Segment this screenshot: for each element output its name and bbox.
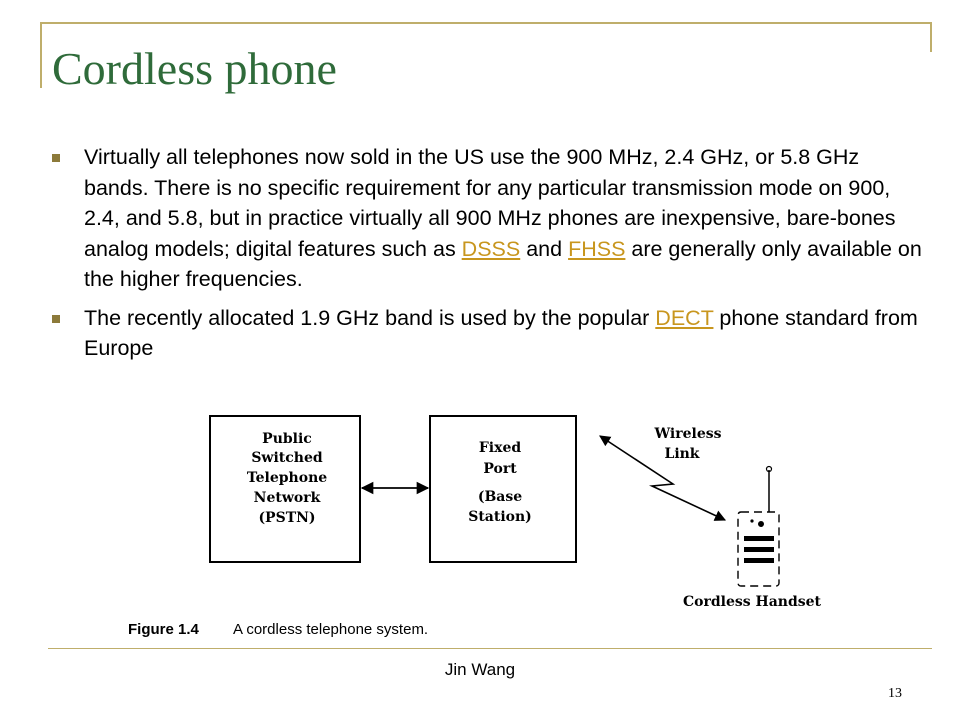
author-name: Jin Wang (444, 660, 516, 679)
bullet-1-text-a: Virtually all telephones now sold in the… (84, 145, 896, 261)
bullet-2-text-a: The recently allocated 1.9 GHz band is u… (84, 305, 656, 330)
pstn-box (209, 415, 361, 563)
pstn-label-line-1: Public (262, 431, 312, 447)
wireless-link-zigzag-arrow (599, 435, 727, 521)
cordless-handset-icon (737, 465, 780, 587)
fixed-port-box (429, 415, 577, 563)
fhss-link[interactable]: FHSS (568, 236, 626, 261)
bullet-square-icon (52, 154, 60, 162)
port-label-line-1: Fixed (479, 440, 522, 456)
frame-left-line (40, 22, 42, 88)
bullet-square-icon (52, 314, 60, 323)
page-number: 13 (888, 686, 902, 701)
wireless-label-line-2: Link (664, 446, 699, 462)
footer-rule (48, 648, 932, 649)
slide-title: Cordless phone (52, 43, 337, 94)
pstn-label-line-5: (PSTN) (258, 510, 315, 526)
pstn-label-line-3: Telephone (247, 470, 327, 486)
bullet-list: Virtually all telephones now sold in the… (48, 142, 928, 372)
port-label-line-3: (Base (478, 489, 522, 505)
dsss-link[interactable]: DSSS (461, 236, 521, 261)
figure-caption-text: A cordless telephone system. (233, 621, 428, 638)
handset-label: Cordless Handset (683, 594, 822, 610)
port-label-line-2: Port (483, 461, 517, 477)
port-label-line-4: Station) (468, 509, 532, 525)
bullet-2-text-b: phone standard from Europe (84, 305, 918, 361)
figure-caption-number: Figure 1.4 (128, 621, 200, 638)
dect-link[interactable]: DECT (655, 305, 714, 330)
bullet-1-text-c: are generally only available on the high… (84, 236, 922, 292)
pstn-label-line-4: Network (254, 490, 321, 506)
bullet-1-text-b: and (520, 236, 569, 261)
bullet-item-1: Virtually all telephones now sold in the… (48, 142, 928, 295)
cordless-system-diagram: Public Switched Telephone Network (PSTN)… (128, 415, 822, 638)
frame-top-line (40, 22, 932, 24)
frame-right-line (930, 22, 932, 52)
bullet-item-2: The recently allocated 1.9 GHz band is u… (48, 303, 928, 364)
wireless-label-line-1: Wireless (653, 426, 721, 442)
pstn-label-line-2: Switched (251, 450, 323, 466)
